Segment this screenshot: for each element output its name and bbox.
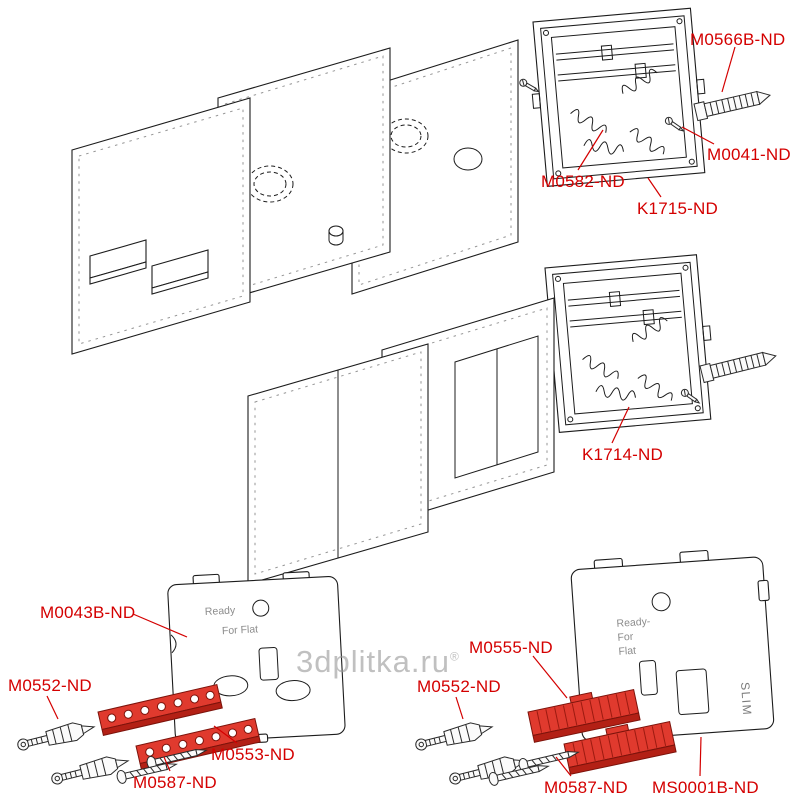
plate-left-text-line2: For Flat (222, 623, 259, 637)
plate-left-hole (252, 599, 270, 617)
flush-plate-5 (247, 343, 429, 585)
flush-plate-1 (71, 97, 251, 355)
watermark: 3dplitka.ru® (296, 644, 460, 680)
label-m0552-right: M0552-ND (417, 677, 501, 696)
label-ms0001b: MS0001B-ND (652, 778, 759, 797)
label-k1714: K1714-ND (582, 445, 663, 464)
plate3-hole (453, 147, 483, 171)
bolt-m0566b (693, 86, 773, 122)
plate-right-text-line2: For (617, 631, 634, 644)
label-m0582: M0582-ND (541, 172, 625, 191)
label-m0043b: M0043B-ND (40, 603, 136, 622)
plate-right-text-line3: Flat (618, 645, 636, 658)
label-m0553: M0553-ND (211, 745, 295, 764)
frame2-bolt (699, 347, 779, 383)
label-m0566b: M0566B-ND (690, 30, 786, 49)
frame-rails (567, 289, 682, 328)
leader-lines (46, 46, 736, 777)
label-m0041: M0041-ND (707, 145, 791, 164)
plate-right-slim-text: SLIM (738, 682, 754, 717)
label-k1715: K1715-ND (637, 199, 718, 218)
plate-left-text-line1: Ready (205, 604, 237, 618)
frame1-side-screw-icon (518, 77, 541, 96)
label-m0552-left: M0552-ND (8, 676, 92, 695)
plate-right-hole (651, 592, 671, 612)
mounting-frame-k1715 (531, 7, 706, 187)
mounting-frame-k1714 (543, 254, 712, 433)
plate1-buttons (89, 239, 209, 295)
watermark-text: 3dplitka.ru (296, 644, 451, 679)
label-m0555: M0555-ND (469, 638, 553, 657)
plate2-knob (328, 225, 344, 246)
label-m0587-right: M0587-ND (544, 778, 628, 797)
watermark-mark: ® (450, 649, 460, 664)
plate-right-text-line1: Ready- (616, 616, 651, 630)
label-m0587-left: M0587-ND (133, 773, 217, 792)
